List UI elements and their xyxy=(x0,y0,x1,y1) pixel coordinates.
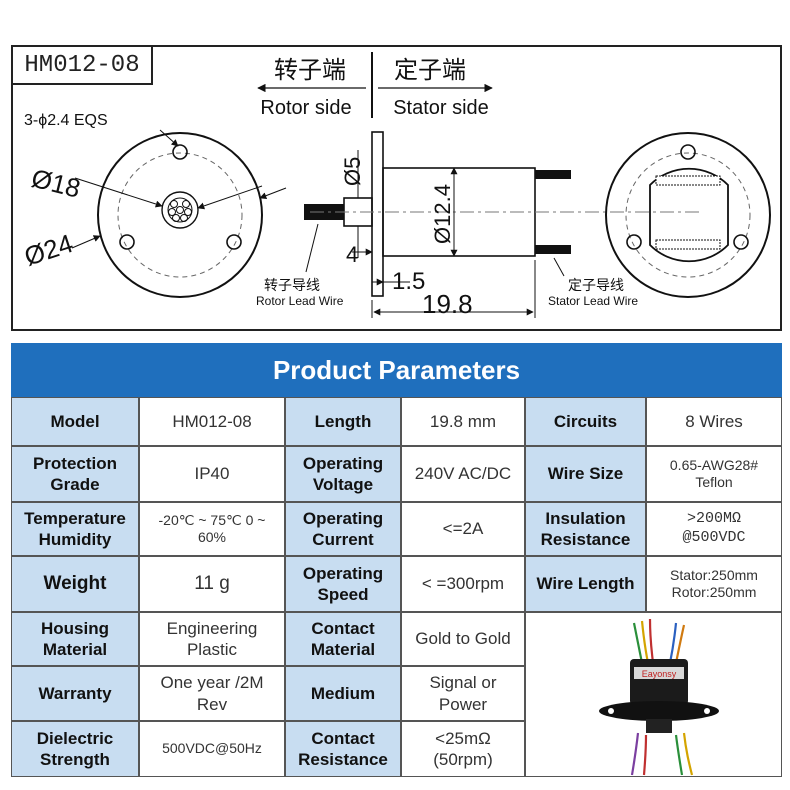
model-label: Model xyxy=(11,397,139,446)
dia5-label: Ø5 xyxy=(340,157,365,186)
rotor-side-cn: 转子端 xyxy=(274,56,346,84)
rotor-wire-cn: 转子导线 xyxy=(264,278,320,294)
length-label: Length xyxy=(285,397,401,446)
contact-material-value: Gold to Gold xyxy=(401,612,525,666)
dia24-label: Ø24 xyxy=(21,228,77,272)
protection-label: Protection Grade xyxy=(11,446,139,502)
warranty-value: One year /2M Rev xyxy=(139,666,285,721)
temp-label: Temperature Humidity xyxy=(11,502,139,556)
medium-label: Medium xyxy=(285,666,401,721)
housing-label: Housing Material xyxy=(11,612,139,666)
wire-size-label: Wire Size xyxy=(525,446,646,502)
op-voltage-label: Operating Voltage xyxy=(285,446,401,502)
wire-length-label: Wire Length xyxy=(525,556,646,612)
op-current-value: <=2A xyxy=(401,502,525,556)
stator-wire-cn: 定子导线 xyxy=(568,278,624,294)
warranty-label: Warranty xyxy=(11,666,139,721)
contact-material-label: Contact Material xyxy=(285,612,401,666)
stator-side-cn: 定子端 xyxy=(394,56,466,84)
drawing-svg: 转子端 定子端 Rotor side Stator side 3-ϕ2.4 EQ… xyxy=(21,52,771,319)
product-photo: Eayonsy xyxy=(525,612,782,777)
dim15-label: 1.5 xyxy=(392,268,425,295)
model-value: HM012-08 xyxy=(139,397,285,446)
dia18-label: Ø18 xyxy=(29,163,84,204)
dielectric-label: Dielectric Strength xyxy=(11,721,139,777)
contact-resistance-label: Contact Resistance xyxy=(285,721,401,777)
circuits-label: Circuits xyxy=(525,397,646,446)
side-view xyxy=(304,131,700,318)
stator-side-en: Stator side xyxy=(393,97,489,119)
dim4-label: 4 xyxy=(346,242,358,267)
op-speed-label: Operating Speed xyxy=(285,556,401,612)
dia12-label: Ø12.4 xyxy=(430,184,455,244)
protection-value: IP40 xyxy=(139,446,285,502)
holes-label: 3-ϕ2.4 EQS xyxy=(24,112,108,129)
housing-value: Engineering Plastic xyxy=(139,612,285,666)
weight-value: 11 g xyxy=(139,556,285,612)
stator-end-view xyxy=(605,132,771,298)
dim198-label: 19.8 xyxy=(422,289,473,319)
temp-value: -20℃ ~ 75℃ 0 ~ 60% xyxy=(139,502,285,556)
op-voltage-value: 240V AC/DC xyxy=(401,446,525,502)
op-speed-value: < =300rpm xyxy=(401,556,525,612)
photo-brand: Eayonsy xyxy=(642,669,677,679)
op-current-label: Operating Current xyxy=(285,502,401,556)
insulation-value: >200MΩ @500VDC xyxy=(646,502,782,556)
dielectric-value: 500VDC@50Hz xyxy=(139,721,285,777)
contact-resistance-value: <25mΩ (50rpm) xyxy=(401,721,525,777)
insulation-label: Insulation Resistance xyxy=(525,502,646,556)
weight-label: Weight xyxy=(11,556,139,612)
medium-value: Signal or Power xyxy=(401,666,525,721)
technical-drawing xyxy=(11,45,782,331)
rotor-wire-en: Rotor Lead Wire xyxy=(256,294,344,308)
wire-length-value: Stator:250mm Rotor:250mm xyxy=(646,556,782,612)
stator-wire-en: Stator Lead Wire xyxy=(548,294,638,308)
drawing-model-tag: HM012-08 xyxy=(11,45,153,85)
wire-size-value: 0.65-AWG28# Teflon xyxy=(646,446,782,502)
rotor-side-en: Rotor side xyxy=(260,97,351,119)
params-header: Product Parameters xyxy=(11,343,782,397)
circuits-value: 8 Wires xyxy=(646,397,782,446)
length-value: 19.8 mm xyxy=(401,397,525,446)
rotor-end-view xyxy=(71,129,287,298)
